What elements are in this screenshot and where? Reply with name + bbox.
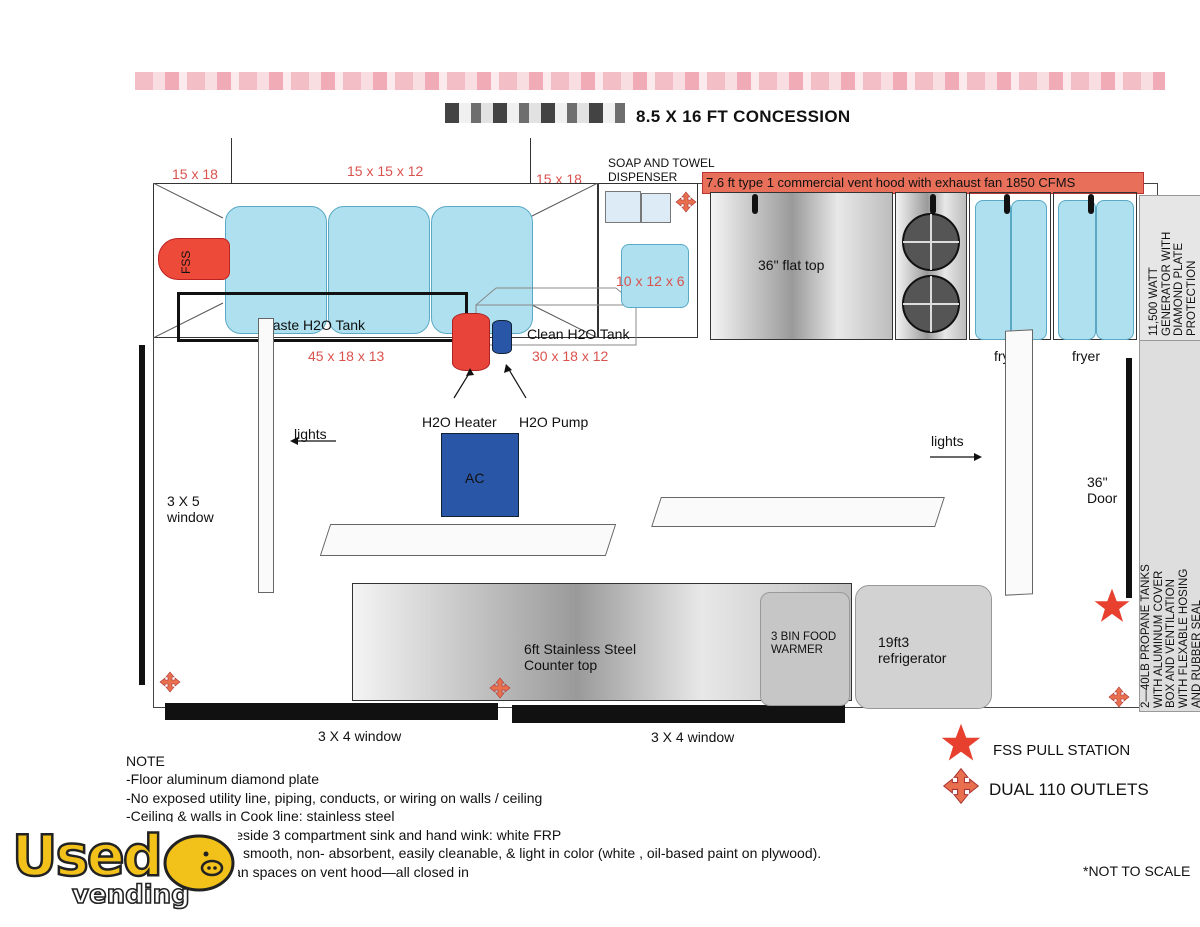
outlet-icon-bl: [159, 671, 181, 693]
outlet-icon-br: [1108, 686, 1130, 708]
side-window-label: 3 X 5 window: [167, 493, 214, 526]
towel-dispenser: [641, 193, 671, 223]
bottom-window-left-label: 3 X 4 window: [318, 728, 402, 744]
light-strip-left: [258, 318, 274, 593]
fryer-1-basket-a: [975, 200, 1011, 340]
fryer-2: [1053, 192, 1137, 340]
waste-tank-label: Waste H2O Tank: [260, 317, 366, 333]
burner-icons: [902, 213, 960, 333]
dim-top-left: 15 x 18: [172, 166, 218, 182]
bottom-window-left: [165, 703, 498, 720]
light-strip-right: [1005, 329, 1033, 596]
redacted-header-bar: [135, 72, 1165, 90]
sink-compartment: [598, 183, 698, 338]
flat-top-griddle: [710, 192, 893, 340]
lights-right-label: lights: [931, 433, 964, 449]
not-to-scale: *NOT TO SCALE: [1083, 863, 1191, 879]
tank-diagonals: [153, 183, 598, 338]
shelf-right: [651, 497, 945, 527]
logo-used: Used: [11, 823, 164, 891]
counter-label: 6ft Stainless Steel Counter top: [524, 641, 637, 674]
logo-vending: vending: [71, 879, 190, 911]
fryer-2-label: fryer: [1072, 348, 1100, 364]
pig-icon: [163, 834, 235, 892]
lights-left-label: lights: [294, 426, 327, 442]
fryer-2-basket-a: [1058, 200, 1096, 340]
fss-star-icon: [1094, 588, 1130, 622]
bottom-window-right: [512, 705, 845, 723]
shelf-left: [319, 524, 617, 556]
h2o-pump-label: H2O Pump: [519, 414, 589, 430]
dim-waste: 45 x 18 x 13: [308, 348, 385, 364]
dim-top-mid: 15 x 15 x 12: [347, 163, 424, 179]
outlet-icon-bm: [489, 677, 511, 699]
tank-compartment: [153, 183, 598, 338]
sink-bowl-2: [328, 206, 430, 334]
fryer-2-basket-b: [1096, 200, 1134, 340]
hood-light-3: [1004, 194, 1010, 214]
legend-outlet-icon: [942, 767, 980, 805]
heater-pump-arrows: [453, 364, 527, 399]
lights-right-arrow: [930, 453, 982, 461]
page-title: 8.5 X 16 FT CONCESSION: [636, 107, 851, 126]
vent-hood-label: 7.6 ft type 1 commercial vent hood with …: [706, 175, 1076, 190]
note-line: -Walls and ceiling: smooth, non- absorbe…: [126, 845, 822, 862]
dim-clean: 30 x 18 x 12: [532, 348, 609, 364]
ac-label: AC: [465, 470, 485, 486]
legend-star-icon: [941, 723, 981, 761]
h2o-pump-cylinder: [492, 320, 512, 354]
sink-bowl-3: [431, 206, 533, 334]
hood-light-2: [930, 194, 936, 214]
outlet-icon-top: [675, 191, 697, 213]
refrigerator: [855, 585, 992, 709]
door: [1126, 358, 1132, 598]
redacted-company-name: [445, 103, 625, 123]
dim-line-left: [231, 138, 232, 184]
note-line: -Ceiling & walls in Cook line: stainless…: [126, 808, 395, 825]
legend-fss-label: FSS PULL STATION: [993, 742, 1131, 759]
lights-left-arrow: [290, 437, 336, 445]
legend-outlets-label: DUAL 110 OUTLETS: [989, 780, 1149, 799]
side-window-wall: [139, 345, 145, 685]
fss-label: FSS: [179, 250, 193, 274]
note-heading: NOTE: [126, 753, 165, 769]
note-line: -No exposed utility line, piping, conduc…: [126, 789, 543, 806]
fryer-1-basket-b: [1011, 200, 1047, 340]
generator-label: 11,500 WATT GENERATOR WITH DIAMOND PLATE…: [1148, 231, 1198, 336]
soap-label: SOAP AND TOWEL DISPENSER: [608, 156, 715, 184]
bottom-window-right-label: 3 X 4 window: [651, 729, 735, 745]
dim-line-right: [530, 138, 531, 184]
propane-label: 2—40LB PROPANE TANKS WITH ALUMINUM COVER…: [1140, 564, 1200, 708]
h2o-heater-label: H2O Heater: [422, 414, 497, 430]
flat-top-label: 36" flat top: [758, 257, 825, 273]
soap-dispenser: [605, 191, 641, 223]
h2o-heater-cylinder: [452, 313, 490, 371]
propane-box: [1139, 340, 1200, 712]
dim-hand-sink: 10 x 12 x 6: [616, 273, 685, 289]
generator-box: [1139, 195, 1200, 342]
hand-sink: [621, 244, 689, 308]
food-warmer: [760, 592, 850, 706]
food-warmer-label: 3 BIN FOOD WARMER: [771, 631, 837, 657]
fss-tank: [158, 238, 230, 280]
refrigerator-label: 19ft3 refrigerator: [878, 634, 947, 667]
clean-tank-label: Clean H2O Tank: [527, 326, 630, 342]
ac-unit: [441, 433, 519, 517]
note-line: -Floor aluminum diamond plate: [126, 771, 319, 788]
sink-bowl-1: [225, 206, 327, 334]
hood-light-4: [1088, 194, 1094, 214]
door-label: 36" Door: [1087, 474, 1118, 507]
hood-light-1: [752, 194, 758, 214]
